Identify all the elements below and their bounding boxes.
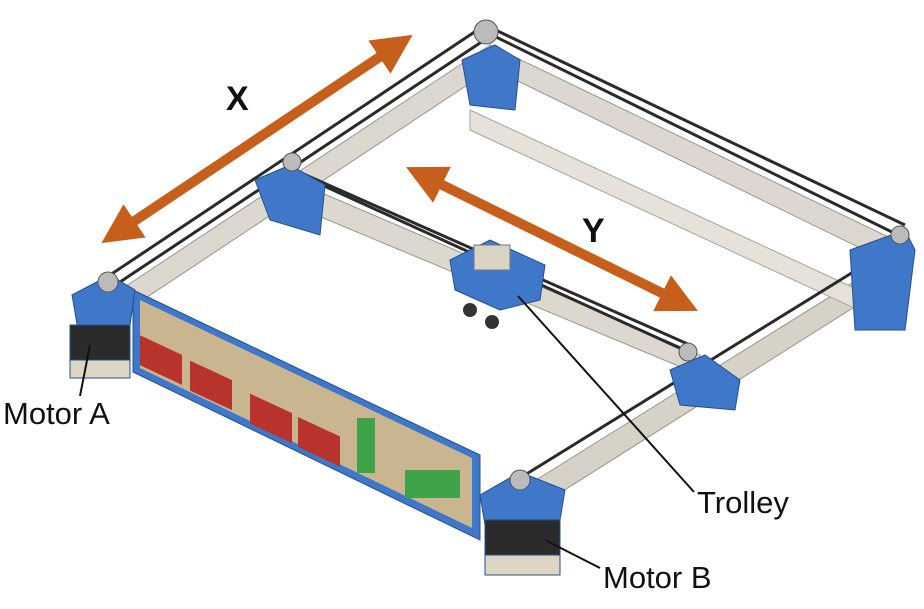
y-axis-label: Y <box>582 212 605 250</box>
motor-a-label: Motor A <box>3 396 110 431</box>
relay <box>190 360 232 411</box>
leader-lines <box>79 295 695 569</box>
y-axis-arrow <box>406 166 698 312</box>
trolley <box>449 239 546 329</box>
corner-brackets <box>69 19 916 576</box>
motor-b-label: Motor B <box>603 560 712 595</box>
relay <box>250 393 292 444</box>
electronics-panel <box>132 289 481 541</box>
terminal-block <box>405 470 460 498</box>
relay <box>298 416 340 467</box>
pcb-module <box>357 418 375 473</box>
trolley-label: Trolley <box>697 485 789 520</box>
relay <box>140 335 182 385</box>
x-axis-label: X <box>226 80 249 118</box>
x-axis-arrow <box>101 34 413 244</box>
